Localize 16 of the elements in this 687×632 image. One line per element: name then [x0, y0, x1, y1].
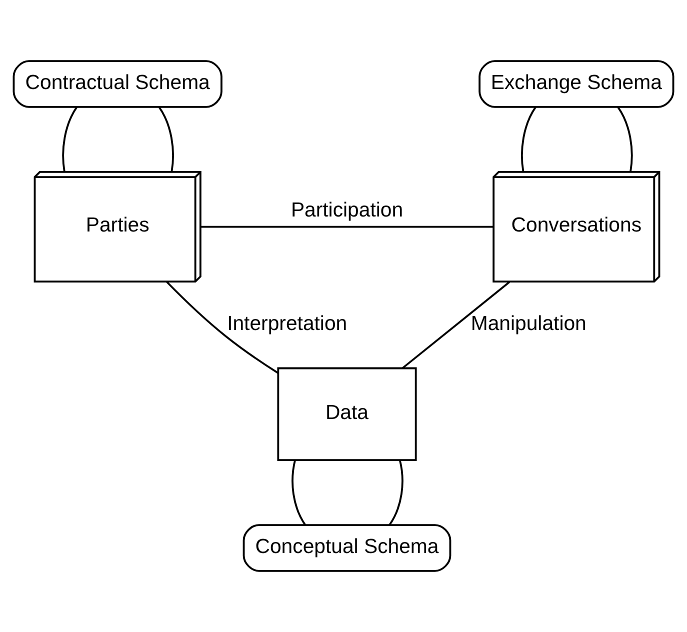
node-box: Conceptual Schema [242, 524, 452, 572]
connector [62, 106, 78, 172]
edge-label: Interpretation [227, 312, 348, 335]
edge-label: Participation [290, 199, 404, 222]
connector [388, 460, 404, 526]
connector [166, 281, 278, 374]
connector [617, 106, 633, 172]
connector [292, 460, 306, 526]
edge-label: Manipulation [470, 312, 586, 335]
connector [521, 106, 536, 172]
node-box: Data [277, 367, 417, 461]
connector [200, 226, 494, 228]
node-box: Contractual Schema [12, 60, 222, 108]
node-box: Exchange Schema [478, 60, 674, 108]
connector [158, 106, 174, 172]
connector [402, 281, 510, 369]
